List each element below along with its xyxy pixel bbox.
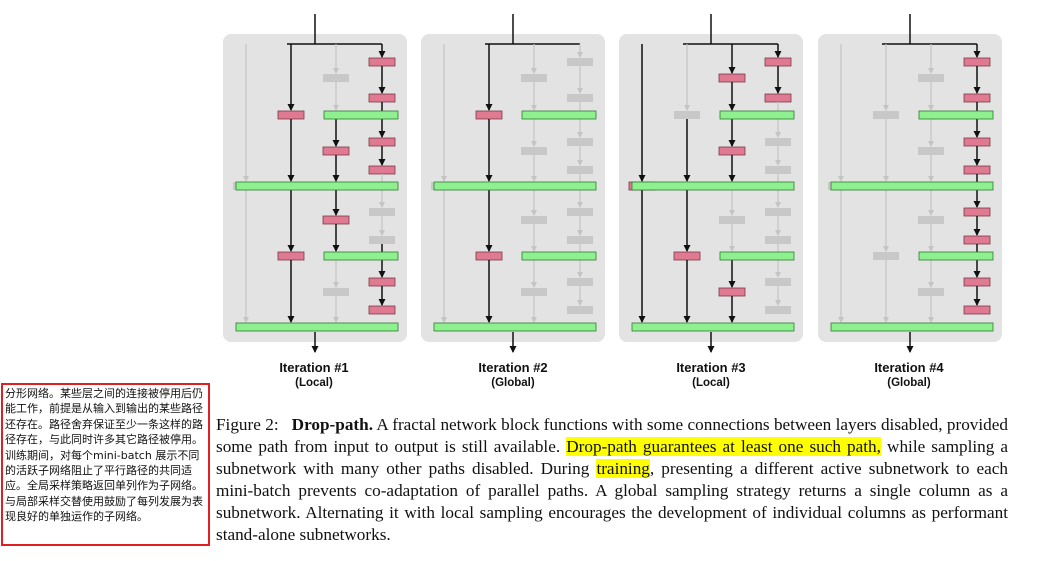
conv-layer-active [963,93,991,103]
conv-layer-active [718,287,746,297]
conv-layer-active [368,165,396,175]
conv-layer-active [963,277,991,287]
conv-layer-active [475,251,503,261]
conv-layer-active [475,110,503,120]
iteration-title: Iteration #3 [676,360,746,375]
caption-text-2: while sampling a subnetwork with many ot… [216,437,1009,478]
iteration-mode: (Global) [887,377,931,389]
conv-layer-active [963,165,991,175]
iteration-label-2: Iteration #2 (Global) [443,360,583,390]
conv-layer-inactive [521,74,547,82]
caption-text-3: , presenting a different active subnetwo… [216,459,1008,544]
conv-layer-active [368,305,396,315]
iteration-title: Iteration #4 [874,360,944,375]
iteration-mode: (Global) [491,377,535,389]
conv-layer-active [322,146,350,156]
conv-layer-active [718,146,746,156]
conv-layer-inactive [567,208,593,216]
conv-layer-active [963,207,991,217]
conv-layer-inactive [918,216,944,224]
conv-layer-active [963,305,991,315]
conv-layer-inactive [765,306,791,314]
caption-highlight-1: Drop-path guarantees at least one such p… [566,437,881,456]
translation-note-text: 分形网络。某些层之间的连接被停用后仍能工作，前提是从输入到输出的某些路径还存在。… [5,387,203,524]
conv-layer-active [368,137,396,147]
conv-layer-inactive [765,138,791,146]
iteration-mode: (Local) [692,377,730,389]
join-layer [521,251,597,261]
conv-layer-inactive [369,236,395,244]
conv-layer-active [718,73,746,83]
conv-layer-inactive [323,288,349,296]
conv-layer-inactive [719,216,745,224]
iteration-title: Iteration #1 [279,360,349,375]
iteration-label-1: Iteration #1 (Local) [244,360,384,390]
conv-layer-inactive [567,306,593,314]
conv-layer-inactive [765,236,791,244]
iteration-label-4: Iteration #4 (Global) [839,360,979,390]
conv-layer-inactive [765,278,791,286]
caption-text-1: A fractal network block functions with s… [216,415,1008,456]
translation-note: 分形网络。某些层之间的连接被停用后仍能工作，前提是从输入到输出的某些路径还存在。… [1,383,210,546]
conv-layer-inactive [521,147,547,155]
conv-layer-inactive [567,166,593,174]
fractal-panel-2 [421,14,605,353]
join-layer [918,251,994,261]
join-layer [323,110,399,120]
conv-layer-inactive [765,166,791,174]
join-layer [631,181,795,191]
conv-layer-inactive [567,138,593,146]
conv-layer-inactive [918,74,944,82]
conv-layer-active [322,215,350,225]
conv-layer-inactive [873,252,899,260]
iteration-mode: (Local) [295,377,333,389]
conv-layer-active [963,235,991,245]
join-layer [235,181,399,191]
conv-layer-active [963,57,991,67]
conv-layer-active [764,93,792,103]
conv-layer-inactive [567,236,593,244]
fractal-panel-3 [619,14,803,353]
join-layer [323,251,399,261]
join-layer [433,322,597,332]
conv-layer-active [963,137,991,147]
join-layer [719,251,795,261]
caption-figure-number: Figure 2: [216,415,279,434]
join-layer [631,322,795,332]
conv-layer-active [368,93,396,103]
conv-layer-inactive [521,216,547,224]
conv-layer-inactive [567,58,593,66]
conv-layer-inactive [918,147,944,155]
conv-layer-inactive [521,288,547,296]
conv-layer-active [277,251,305,261]
conv-layer-active [368,277,396,287]
conv-layer-active [277,110,305,120]
join-layer [521,110,597,120]
join-layer [830,322,994,332]
caption-highlight-2: training [596,459,650,478]
conv-layer-inactive [369,208,395,216]
conv-layer-inactive [873,111,899,119]
conv-layer-active [764,57,792,67]
caption-figure-title: Drop-path. [291,415,373,434]
figure-caption: Figure 2: Drop-path. A fractal network b… [216,414,1008,546]
drop-path-figure [223,14,1002,353]
conv-layer-inactive [567,94,593,102]
join-layer [719,110,795,120]
conv-layer-inactive [765,208,791,216]
conv-layer-inactive [674,111,700,119]
conv-layer-inactive [323,74,349,82]
fractal-panel-1 [223,14,407,353]
conv-layer-active [368,57,396,67]
conv-layer-inactive [918,288,944,296]
fractal-panel-4 [818,14,1002,353]
iteration-title: Iteration #2 [478,360,548,375]
conv-layer-inactive [567,278,593,286]
join-layer [433,181,597,191]
conv-layer-active [673,251,701,261]
join-layer [235,322,399,332]
iteration-label-3: Iteration #3 (Local) [641,360,781,390]
join-layer [830,181,994,191]
join-layer [918,110,994,120]
